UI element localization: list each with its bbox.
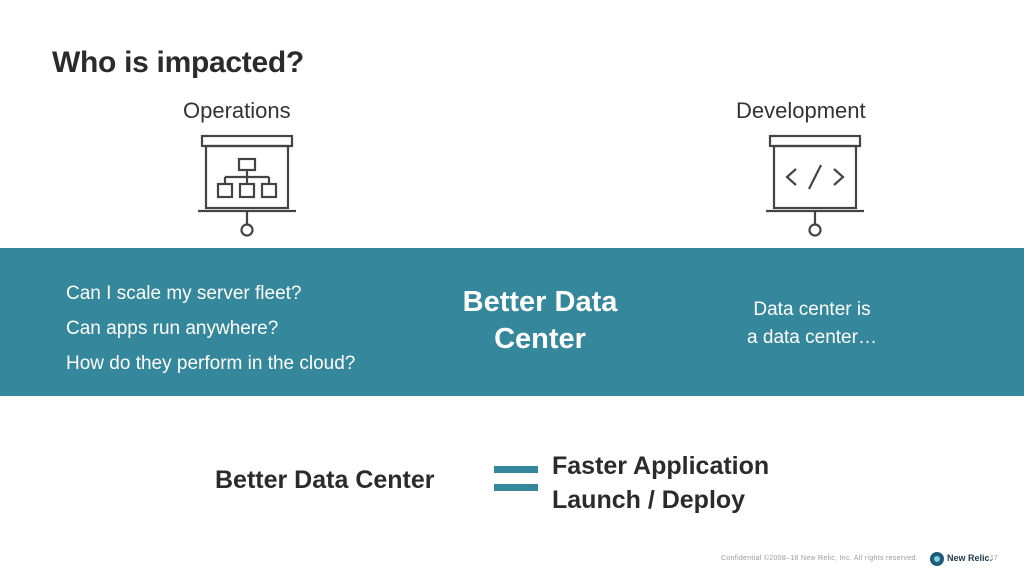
code-presentation-board-icon [760, 130, 870, 242]
band-center-line: Center [494, 323, 586, 355]
highlight-band [0, 248, 1024, 396]
logo-text: New Relic. [947, 553, 993, 563]
band-right-line: Data center is [753, 299, 871, 320]
band-right-text: Data center is a data center… [720, 296, 904, 352]
new-relic-logo-icon [930, 552, 944, 566]
band-center-line: Better Data [462, 286, 618, 318]
equation-right: Faster Application Launch / Deploy [552, 449, 769, 517]
equation-left: Better Data Center [215, 466, 435, 494]
development-label: Development [736, 98, 866, 123]
question-list: Can I scale my server fleet? Can apps ru… [66, 276, 355, 381]
band-right-line: a data center… [747, 327, 877, 348]
org-chart-presentation-board-icon [192, 130, 302, 242]
page-number: 17 [990, 555, 998, 562]
equation-right-line: Launch / Deploy [552, 486, 746, 514]
operations-label: Operations [183, 98, 291, 123]
band-center-heading: Better Data Center [430, 284, 650, 358]
confidential-notice: Confidential ©2008–18 New Relic, Inc. Al… [721, 555, 918, 562]
list-item: Can I scale my server fleet? [66, 283, 302, 304]
list-item: Can apps run anywhere? [66, 318, 279, 339]
slide-title: Who is impacted? [52, 46, 304, 79]
equals-sign-icon [494, 464, 538, 494]
list-item: How do they perform in the cloud? [66, 353, 356, 374]
equation-right-line: Faster Application [552, 452, 770, 480]
